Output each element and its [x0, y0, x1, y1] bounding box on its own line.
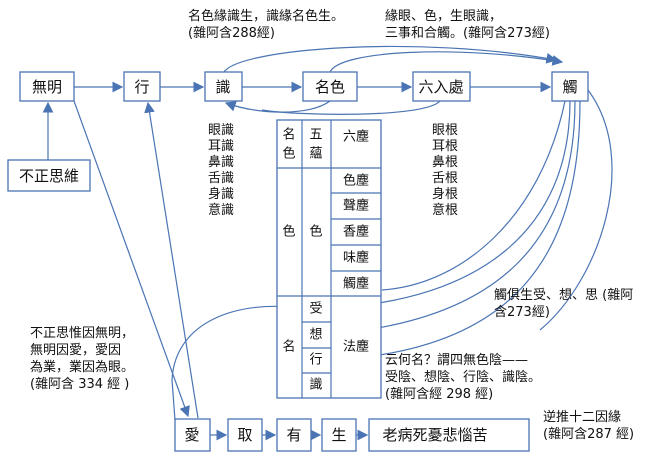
svg-text:六入處: 六入處	[418, 78, 463, 96]
node-ai: 愛	[174, 418, 211, 452]
svg-text:(雜阿含 334 經 ): (雜阿含 334 經 )	[30, 376, 129, 392]
svg-text:名: 名	[282, 127, 295, 143]
svg-text:(雜阿含經 298 經): (雜阿含經 298 經)	[385, 386, 493, 402]
svg-text:不正思惟因無明，: 不正思惟因無明，	[30, 326, 134, 341]
node-qu: 取	[227, 418, 263, 452]
svg-text:觸: 觸	[562, 78, 577, 96]
svg-text:色: 色	[282, 146, 295, 162]
svg-text:身根: 身根	[432, 186, 458, 202]
svg-text:耳根: 耳根	[432, 139, 458, 154]
svg-text:為業，業因為眼。: 為業，業因為眼。	[30, 359, 134, 375]
svg-text:色: 色	[309, 224, 322, 240]
svg-text:生: 生	[331, 426, 346, 444]
arrows	[42, 45, 613, 441]
svg-text:有: 有	[286, 426, 301, 444]
svg-text:味塵: 味塵	[343, 251, 369, 266]
svg-text:名色緣識生，識緣名色生。: 名色緣識生，識緣名色生。	[188, 8, 344, 24]
node-wuming: 無明	[19, 71, 75, 102]
svg-text:觸俱生受、想、思 (雜阿: 觸俱生受、想、思 (雜阿	[494, 287, 633, 303]
svg-text:舌根: 舌根	[432, 171, 458, 186]
svg-text:鼻根: 鼻根	[432, 154, 458, 170]
svg-text:識: 識	[215, 78, 230, 96]
note-273: 緣眼、色，生眼識，三事和合觸。(雜阿含273經)	[385, 8, 550, 41]
node-laobing: 老病死憂悲惱苦	[368, 418, 530, 452]
note-chusheng: 觸俱生受、想、思 (雜阿含273經)	[494, 287, 633, 320]
svg-text:名: 名	[282, 339, 295, 355]
svg-text:老病死憂悲惱苦: 老病死憂悲惱苦	[382, 426, 487, 444]
svg-text:識: 識	[309, 378, 322, 393]
svg-text:無明因愛，愛因: 無明因愛，愛因	[30, 343, 121, 358]
svg-text:名色: 名色	[315, 78, 345, 96]
node-mingse: 名色	[302, 71, 358, 102]
svg-text:(雜阿含287 經): (雜阿含287 經)	[543, 426, 634, 442]
svg-text:緣眼、色，生眼識，: 緣眼、色，生眼識，	[385, 8, 502, 24]
svg-text:鼻識: 鼻識	[208, 154, 234, 170]
svg-text:意根: 意根	[432, 202, 458, 218]
svg-text:不正思維: 不正思維	[19, 167, 79, 185]
svg-text:法塵: 法塵	[343, 340, 369, 355]
svg-text:愛: 愛	[184, 426, 199, 444]
svg-text:想: 想	[309, 327, 322, 343]
note-287: 逆推十二因緣(雜阿含287 經)	[543, 409, 634, 442]
svg-text:云何名？謂四無色陰——: 云何名？謂四無色陰——	[385, 352, 528, 368]
svg-text:舌識: 舌識	[208, 171, 234, 186]
svg-text:聲塵: 聲塵	[343, 198, 369, 214]
svg-text:五: 五	[309, 128, 322, 143]
note-288: 名色緣識生，識緣名色生。(雜阿含288經)	[188, 8, 344, 41]
node-liuru: 六入處	[412, 71, 471, 102]
svg-text:香塵: 香塵	[343, 225, 369, 240]
svg-text:觸塵: 觸塵	[343, 277, 369, 292]
node-chu: 觸	[551, 71, 589, 102]
skandha-table: 名色 五蘊 六塵 色色 色塵聲塵香塵味塵觸塵 名 受想行識 法塵	[276, 119, 382, 399]
svg-text:行: 行	[309, 353, 322, 368]
svg-text:意識: 意識	[208, 202, 234, 218]
svg-text:色: 色	[282, 224, 295, 240]
svg-text:眼識: 眼識	[208, 123, 234, 138]
svg-text:受陰、想陰、行陰、識陰。: 受陰、想陰、行陰、識陰。	[385, 369, 541, 385]
node-you: 有	[276, 418, 312, 452]
svg-text:受: 受	[309, 302, 322, 317]
svg-text:含273經): 含273經)	[494, 304, 550, 320]
note-298: 云何名？謂四無色陰——受陰、想陰、行陰、識陰。(雜阿含經 298 經)	[385, 352, 541, 402]
svg-text:眼根: 眼根	[432, 123, 458, 138]
node-buzheng: 不正思維	[7, 159, 91, 192]
svg-text:無明: 無明	[32, 78, 62, 96]
node-shi: 識	[204, 71, 243, 102]
svg-text:取: 取	[237, 426, 252, 444]
svg-text:蘊: 蘊	[309, 147, 322, 162]
svg-text:色塵: 色塵	[343, 173, 369, 189]
svg-text:身識: 身識	[208, 186, 234, 202]
node-xing: 行	[123, 71, 161, 102]
svg-text:六塵: 六塵	[343, 130, 369, 145]
svg-text:逆推十二因緣: 逆推十二因緣	[543, 409, 621, 425]
node-sheng: 生	[321, 418, 357, 452]
svg-text:三事和合觸。(雜阿含273經): 三事和合觸。(雜阿含273經)	[385, 25, 550, 41]
svg-text:行: 行	[134, 78, 149, 96]
svg-text:耳識: 耳識	[208, 139, 234, 154]
svg-text:(雜阿含288經): (雜阿含288經)	[188, 25, 275, 41]
